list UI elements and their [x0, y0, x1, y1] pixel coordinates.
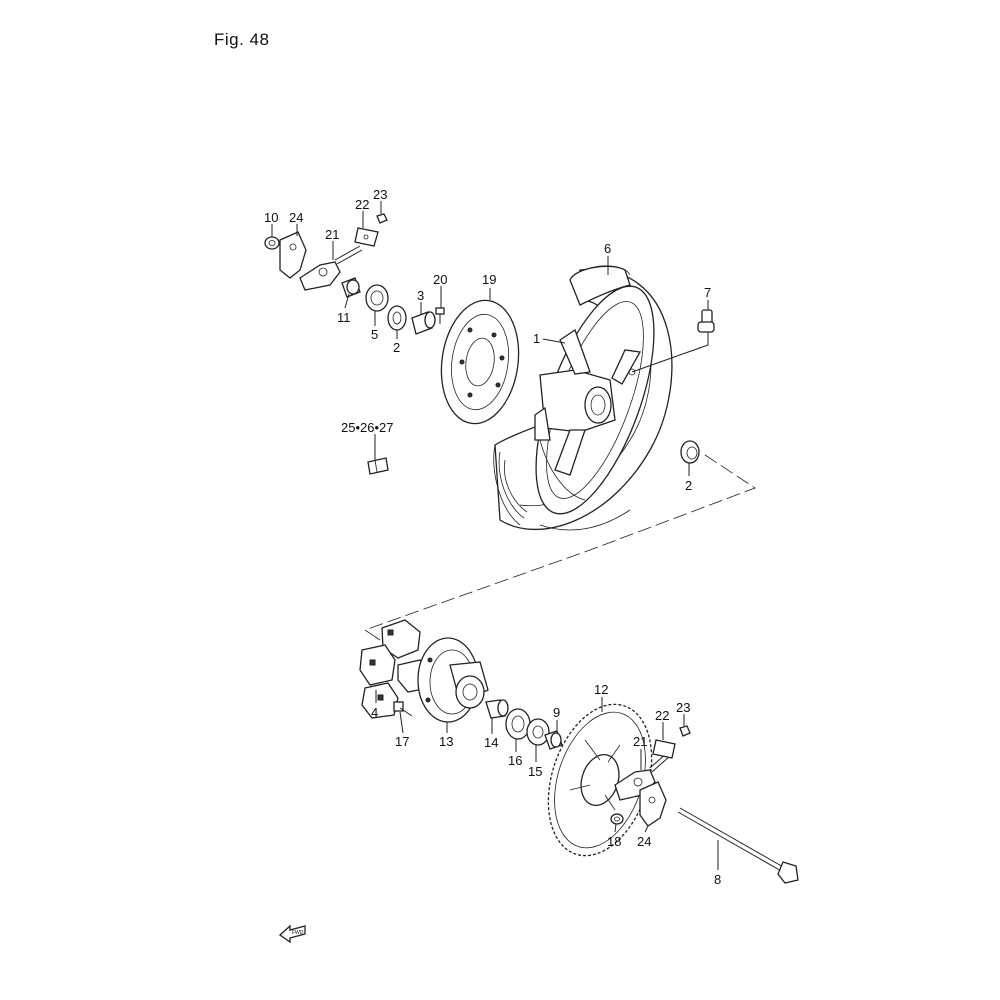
callout-8: 8	[714, 872, 721, 887]
callout-5: 5	[371, 327, 378, 342]
callout-9: 9	[553, 705, 560, 720]
plate	[354, 227, 379, 247]
chain-adjuster	[299, 245, 363, 291]
callout-10: 10	[264, 210, 278, 225]
nut	[679, 725, 691, 737]
forward-label: FWD	[292, 930, 304, 936]
callout-12: 12	[594, 682, 608, 697]
bolt	[435, 307, 445, 324]
callout-4: 4	[371, 705, 378, 720]
spacer	[485, 699, 509, 719]
axle	[677, 807, 799, 884]
callout-16: 16	[508, 753, 522, 768]
callout-2: 2	[393, 340, 400, 355]
brake-disc	[440, 299, 520, 425]
stopper	[279, 231, 307, 279]
bearing	[680, 440, 700, 464]
callout-13: 13	[439, 734, 453, 749]
spacer	[411, 311, 436, 335]
stopper	[639, 781, 667, 827]
callout-1: 1	[533, 331, 540, 346]
nut	[610, 813, 624, 825]
callout-24: 24	[637, 834, 651, 849]
callout-2: 2	[685, 478, 692, 493]
callout-3: 3	[417, 288, 424, 303]
callout-22: 22	[655, 708, 669, 723]
forward-direction-arrow: FWD	[278, 924, 306, 944]
callout-7: 7	[704, 285, 711, 300]
bolt	[393, 701, 413, 717]
callout-15: 15	[528, 764, 542, 779]
callout-11: 11	[337, 310, 351, 325]
plate	[652, 739, 676, 759]
callout-20: 20	[433, 272, 447, 287]
bearing	[505, 708, 531, 740]
damper	[359, 619, 431, 719]
callout-23: 23	[373, 187, 387, 202]
callout-6: 6	[604, 241, 611, 256]
nut	[264, 236, 280, 250]
nut	[376, 213, 388, 224]
bearing	[387, 305, 407, 331]
callout-21: 21	[633, 734, 647, 749]
callout-21: 21	[325, 227, 339, 242]
callout-18: 18	[607, 834, 621, 849]
spacer	[544, 730, 563, 750]
callout-14: 14	[484, 735, 498, 750]
callout-19: 19	[482, 272, 496, 287]
oil-seal	[526, 718, 550, 746]
leader-lines	[271, 201, 719, 870]
callout-25-26-27: 25•26•27	[341, 420, 393, 435]
valve	[697, 309, 715, 333]
callout-labels: 10 24 21 22 23 11 5 2 3 20 19 6 7 1 2 25…	[264, 187, 721, 887]
spacer	[341, 277, 361, 298]
wheel	[534, 285, 655, 515]
callout-22: 22	[355, 197, 369, 212]
figure-title: Fig. 48	[214, 30, 270, 49]
oil-seal	[365, 284, 389, 312]
callout-23: 23	[676, 700, 690, 715]
balancer-weights	[367, 457, 389, 475]
callout-24: 24	[289, 210, 303, 225]
callout-17: 17	[395, 734, 409, 749]
sprocket-mounting-drum	[417, 637, 489, 723]
